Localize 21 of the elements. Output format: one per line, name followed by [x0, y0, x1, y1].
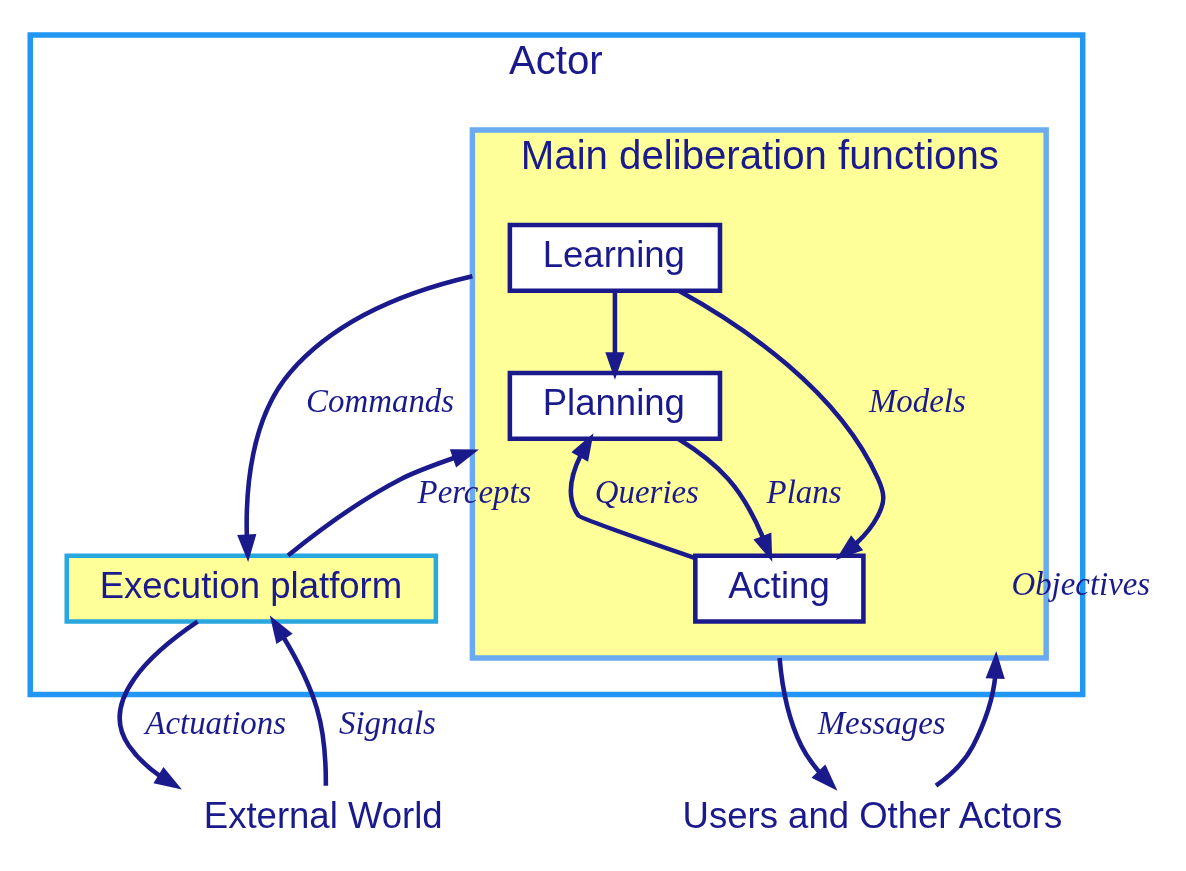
edge-label: Models	[868, 382, 966, 419]
arrow	[777, 657, 838, 791]
edge-label: Queries	[594, 473, 699, 510]
arrow	[934, 650, 1005, 788]
arrow	[117, 619, 199, 789]
node-box: Planning	[507, 370, 723, 441]
edge-label: Messages	[817, 704, 946, 741]
edge-label: Commands	[306, 382, 455, 419]
edge-label: Signals	[339, 704, 436, 741]
arrow	[269, 615, 329, 786]
node-text: Users and Other Actors	[682, 794, 1063, 836]
arrow	[677, 288, 886, 560]
node-box: Learning	[507, 222, 723, 293]
node-box: Acting	[693, 552, 866, 624]
arrow	[605, 290, 625, 380]
edge-label: Actuations	[145, 704, 286, 741]
arrow	[237, 273, 473, 562]
node-box: Execution platform	[64, 552, 439, 624]
edge-label: Plans	[766, 473, 842, 510]
node-text: External World	[203, 794, 443, 836]
arrow	[568, 432, 696, 560]
